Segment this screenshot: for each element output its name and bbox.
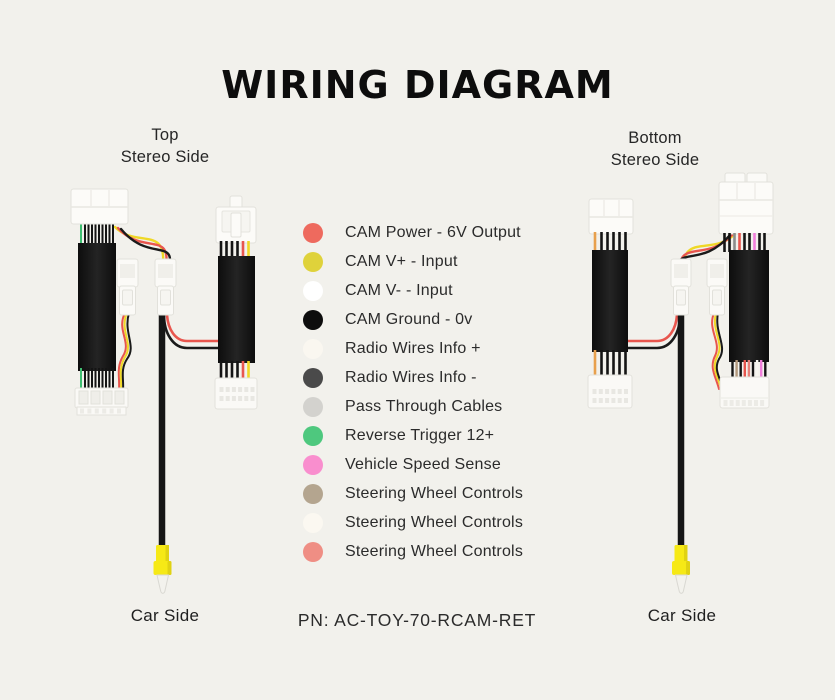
legend-item: CAM Ground - 0v <box>303 305 523 334</box>
stereo-connector-clip <box>215 195 257 244</box>
legend-item: Steering Wheel Controls <box>303 508 523 537</box>
bottom-stereo-harness-illustration <box>587 172 774 594</box>
legend-item: CAM Power - 6V Output <box>303 218 523 247</box>
ribbon-pins <box>219 361 250 380</box>
ribbon-cable <box>78 243 116 371</box>
legend-item-label: Vehicle Speed Sense <box>345 455 501 473</box>
ribbon-pins <box>593 232 627 252</box>
legend-item-label: CAM Power - 6V Output <box>345 223 521 241</box>
ribbon-cable <box>592 250 628 352</box>
page-title: WIRING DIAGRAM <box>221 63 614 107</box>
legend-item-label: CAM V- - Input <box>345 281 453 299</box>
car-side-connector <box>587 374 633 409</box>
ribbon-pins <box>723 233 766 252</box>
legend-item: Vehicle Speed Sense <box>303 450 523 479</box>
legend-item-label: Steering Wheel Controls <box>345 513 524 531</box>
bottom-stereo-side-label-line2: Stereo Side <box>610 151 700 169</box>
legend-item: Reverse Trigger 12+ <box>303 421 523 450</box>
legend-item: CAM V+ - Input <box>303 247 523 276</box>
legend-item: Steering Wheel Controls <box>303 537 523 566</box>
ribbon-pins <box>80 368 114 390</box>
ribbon-cable <box>218 256 255 363</box>
legend-dot <box>303 541 323 562</box>
inline-plug-connector <box>706 258 728 316</box>
ribbon-pins <box>731 360 767 379</box>
legend-item-label: Radio Wires Info - <box>345 368 477 386</box>
legend-item-label: Reverse Trigger 12+ <box>345 426 495 444</box>
legend-dot <box>303 251 323 272</box>
legend-dot <box>303 338 323 359</box>
top-stereo-side-label: Top Stereo Side <box>75 124 255 168</box>
legend-dot <box>303 309 323 330</box>
legend-item: Steering Wheel Controls <box>303 479 523 508</box>
car-side-connector <box>719 376 770 409</box>
twisted-wires <box>117 312 132 391</box>
power-wires <box>622 313 682 350</box>
top-stereo-harness-illustration <box>70 188 258 594</box>
legend-dot <box>303 396 323 417</box>
legend-dot <box>303 222 323 243</box>
car-side-label-left: Car Side <box>130 606 200 625</box>
power-wires <box>162 313 226 350</box>
part-number: PN: AC-TOY-70-RCAM-RET <box>297 610 537 630</box>
ribbon-pins <box>593 350 627 377</box>
stereo-connector <box>718 172 774 235</box>
legend-dot <box>303 483 323 504</box>
legend-item-label: CAM Ground - 0v <box>345 310 473 328</box>
ribbon-pins <box>219 241 250 258</box>
ribbon-pins <box>80 222 114 246</box>
rca-feed-connector <box>670 258 692 316</box>
car-side-connector <box>214 377 258 410</box>
legend-item: CAM V- - Input <box>303 276 523 305</box>
legend-dot <box>303 454 323 475</box>
ribbon-cable <box>729 250 769 362</box>
legend-item-label: Pass Through Cables <box>345 397 503 415</box>
rca-feed-connector <box>154 258 177 316</box>
legend-item-label: Steering Wheel Controls <box>345 542 524 560</box>
legend: CAM Power - 6V Output CAM V+ - Input CAM… <box>303 218 523 566</box>
legend-item: Radio Wires Info + <box>303 334 523 363</box>
legend-dot <box>303 367 323 388</box>
legend-item-label: CAM V+ - Input <box>345 252 458 270</box>
legend-item: Pass Through Cables <box>303 392 523 421</box>
legend-dot <box>303 425 323 446</box>
rca-plug <box>153 545 172 594</box>
car-side-label-right: Car Side <box>647 606 717 625</box>
stereo-connector <box>70 188 129 225</box>
legend-item: Radio Wires Info - <box>303 363 523 392</box>
car-side-connector <box>74 387 129 416</box>
rca-plug <box>672 545 690 594</box>
inline-plug-connector <box>116 258 139 316</box>
top-stereo-side-label-line1: Top <box>151 126 179 144</box>
legend-dot <box>303 280 323 301</box>
legend-item-label: Steering Wheel Controls <box>345 484 524 502</box>
stereo-connector <box>588 198 634 235</box>
top-stereo-side-label-line2: Stereo Side <box>120 148 210 166</box>
legend-item-label: Radio Wires Info + <box>345 339 481 357</box>
legend-dot <box>303 512 323 533</box>
bottom-stereo-side-label-line1: Bottom <box>628 129 682 147</box>
bottom-stereo-side-label: Bottom Stereo Side <box>565 127 745 171</box>
